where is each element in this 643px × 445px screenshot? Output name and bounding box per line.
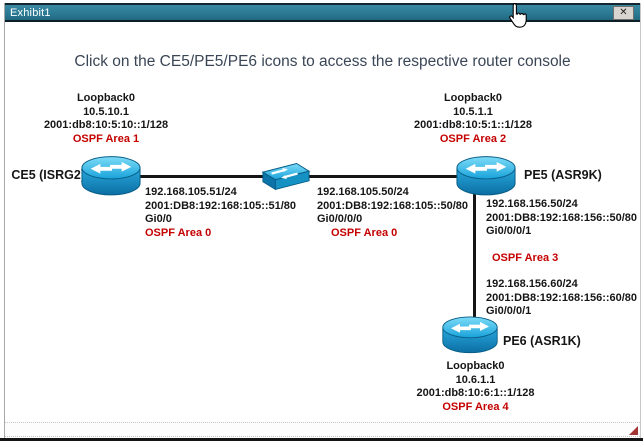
pe5-pe6-lower-ipv4: 192.168.156.60/24 <box>486 278 578 290</box>
pe5-link-ipv4: 192.168.105.50/24 <box>317 186 409 198</box>
ce5-router-icon[interactable] <box>80 154 142 199</box>
pe5-pe6-upper-interface: Gi0/0/0/1 <box>486 225 532 237</box>
window-bottom-strip <box>5 422 640 437</box>
pe6-ospf-area: OSPF Area 4 <box>442 400 509 413</box>
pe5-pe6-upper-ipv4: 192.168.156.50/24 <box>486 198 578 210</box>
window-titlebar[interactable]: Exhibit1 ✕ <box>5 3 640 22</box>
ce5-link-ipv4: 192.168.105.51/24 <box>145 186 237 198</box>
close-icon: ✕ <box>619 7 628 18</box>
pe6-interface-block: 192.168.156.60/24 2001:DB8:192:168:156::… <box>486 278 637 319</box>
pe5-pe6-upper-ipv6: 2001:DB8:192:168:156::50/80 <box>486 211 638 224</box>
ce5-link-ospf-area: OSPF Area 0 <box>145 226 212 239</box>
window-title: Exhibit1 <box>10 7 51 19</box>
ce5-interface-block: 192.168.105.51/24 2001:DB8:192:168:105::… <box>145 186 296 240</box>
diagram-canvas: Click on the CE5/PE5/PE6 icons to access… <box>5 22 640 437</box>
pe6-router-icon[interactable] <box>441 313 499 358</box>
pe5-name-label: PE5 (ASR9K) <box>524 168 602 182</box>
switch-icon <box>261 162 311 191</box>
ce5-loopback-ipv4: 10.5.10.1 <box>83 105 129 118</box>
pe6-name-label: PE6 (ASR1K) <box>503 334 581 348</box>
pe5-pe6-ospf-area: OSPF Area 3 <box>492 251 559 264</box>
link-pe5-pe6 <box>473 178 476 320</box>
pe5-loopback-name: Loopback0 <box>443 92 503 104</box>
pe6-loopback-block: Loopback0 10.6.1.1 2001:db8:10:6:1::1/12… <box>393 360 558 414</box>
pe5-pe6-lower-ipv6: 2001:DB8:192:168:156::60/80 <box>486 291 638 304</box>
pe5-link-ipv6: 2001:DB8:192:168:105::50/80 <box>317 199 469 212</box>
pe5-ospf-area: OSPF Area 2 <box>439 132 507 145</box>
instruction-text: Click on the CE5/PE5/PE6 icons to access… <box>74 53 571 70</box>
pe5-link-interface: Gi0/0/0/0 <box>317 213 363 225</box>
pe5-link-ospf-area: OSPF Area 0 <box>331 226 398 239</box>
pe5-pe6-lower-interface: Gi0/0/0/1 <box>486 305 532 317</box>
pe5-loopback-ipv4: 10.5.1.1 <box>453 105 493 118</box>
ce5-name-label: CE5 (ISRG2) <box>11 168 85 182</box>
ce5-loopback-name: Loopback0 <box>76 92 136 104</box>
ce5-loopback-block: Loopback0 10.5.10.1 2001:db8:10:5:10::1/… <box>26 92 186 146</box>
ce5-ospf-area: OSPF Area 1 <box>72 132 140 145</box>
resize-grip[interactable] <box>629 426 638 435</box>
pe5-loopback-block: Loopback0 10.5.1.1 2001:db8:10:5:1::1/12… <box>393 92 553 146</box>
pe6-loopback-ipv4: 10.6.1.1 <box>455 373 496 386</box>
pe5-router-icon[interactable] <box>455 154 517 199</box>
pe5-pe6-upper-block: 192.168.156.50/24 2001:DB8:192:168:156::… <box>486 198 637 265</box>
close-button[interactable]: ✕ <box>613 6 634 20</box>
pe5-interface-block: 192.168.105.50/24 2001:DB8:192:168:105::… <box>317 186 468 240</box>
pe5-loopback-ipv6: 2001:db8:10:5:1::1/128 <box>413 119 532 131</box>
exhibit-window: Exhibit1 ✕ Click on the CE5/PE5/PE6 icon… <box>4 3 641 438</box>
ce5-link-ipv6: 2001:DB8:192:168:105::51/80 <box>145 199 297 212</box>
window-bottom-edge <box>0 438 643 441</box>
pe6-loopback-name: Loopback0 <box>446 360 505 372</box>
pe6-loopback-ipv6: 2001:db8:10:6:1::1/128 <box>416 387 535 399</box>
ce5-link-interface: Gi0/0 <box>145 213 172 225</box>
ce5-loopback-ipv6: 2001:db8:10:5:10::1/128 <box>43 119 169 131</box>
